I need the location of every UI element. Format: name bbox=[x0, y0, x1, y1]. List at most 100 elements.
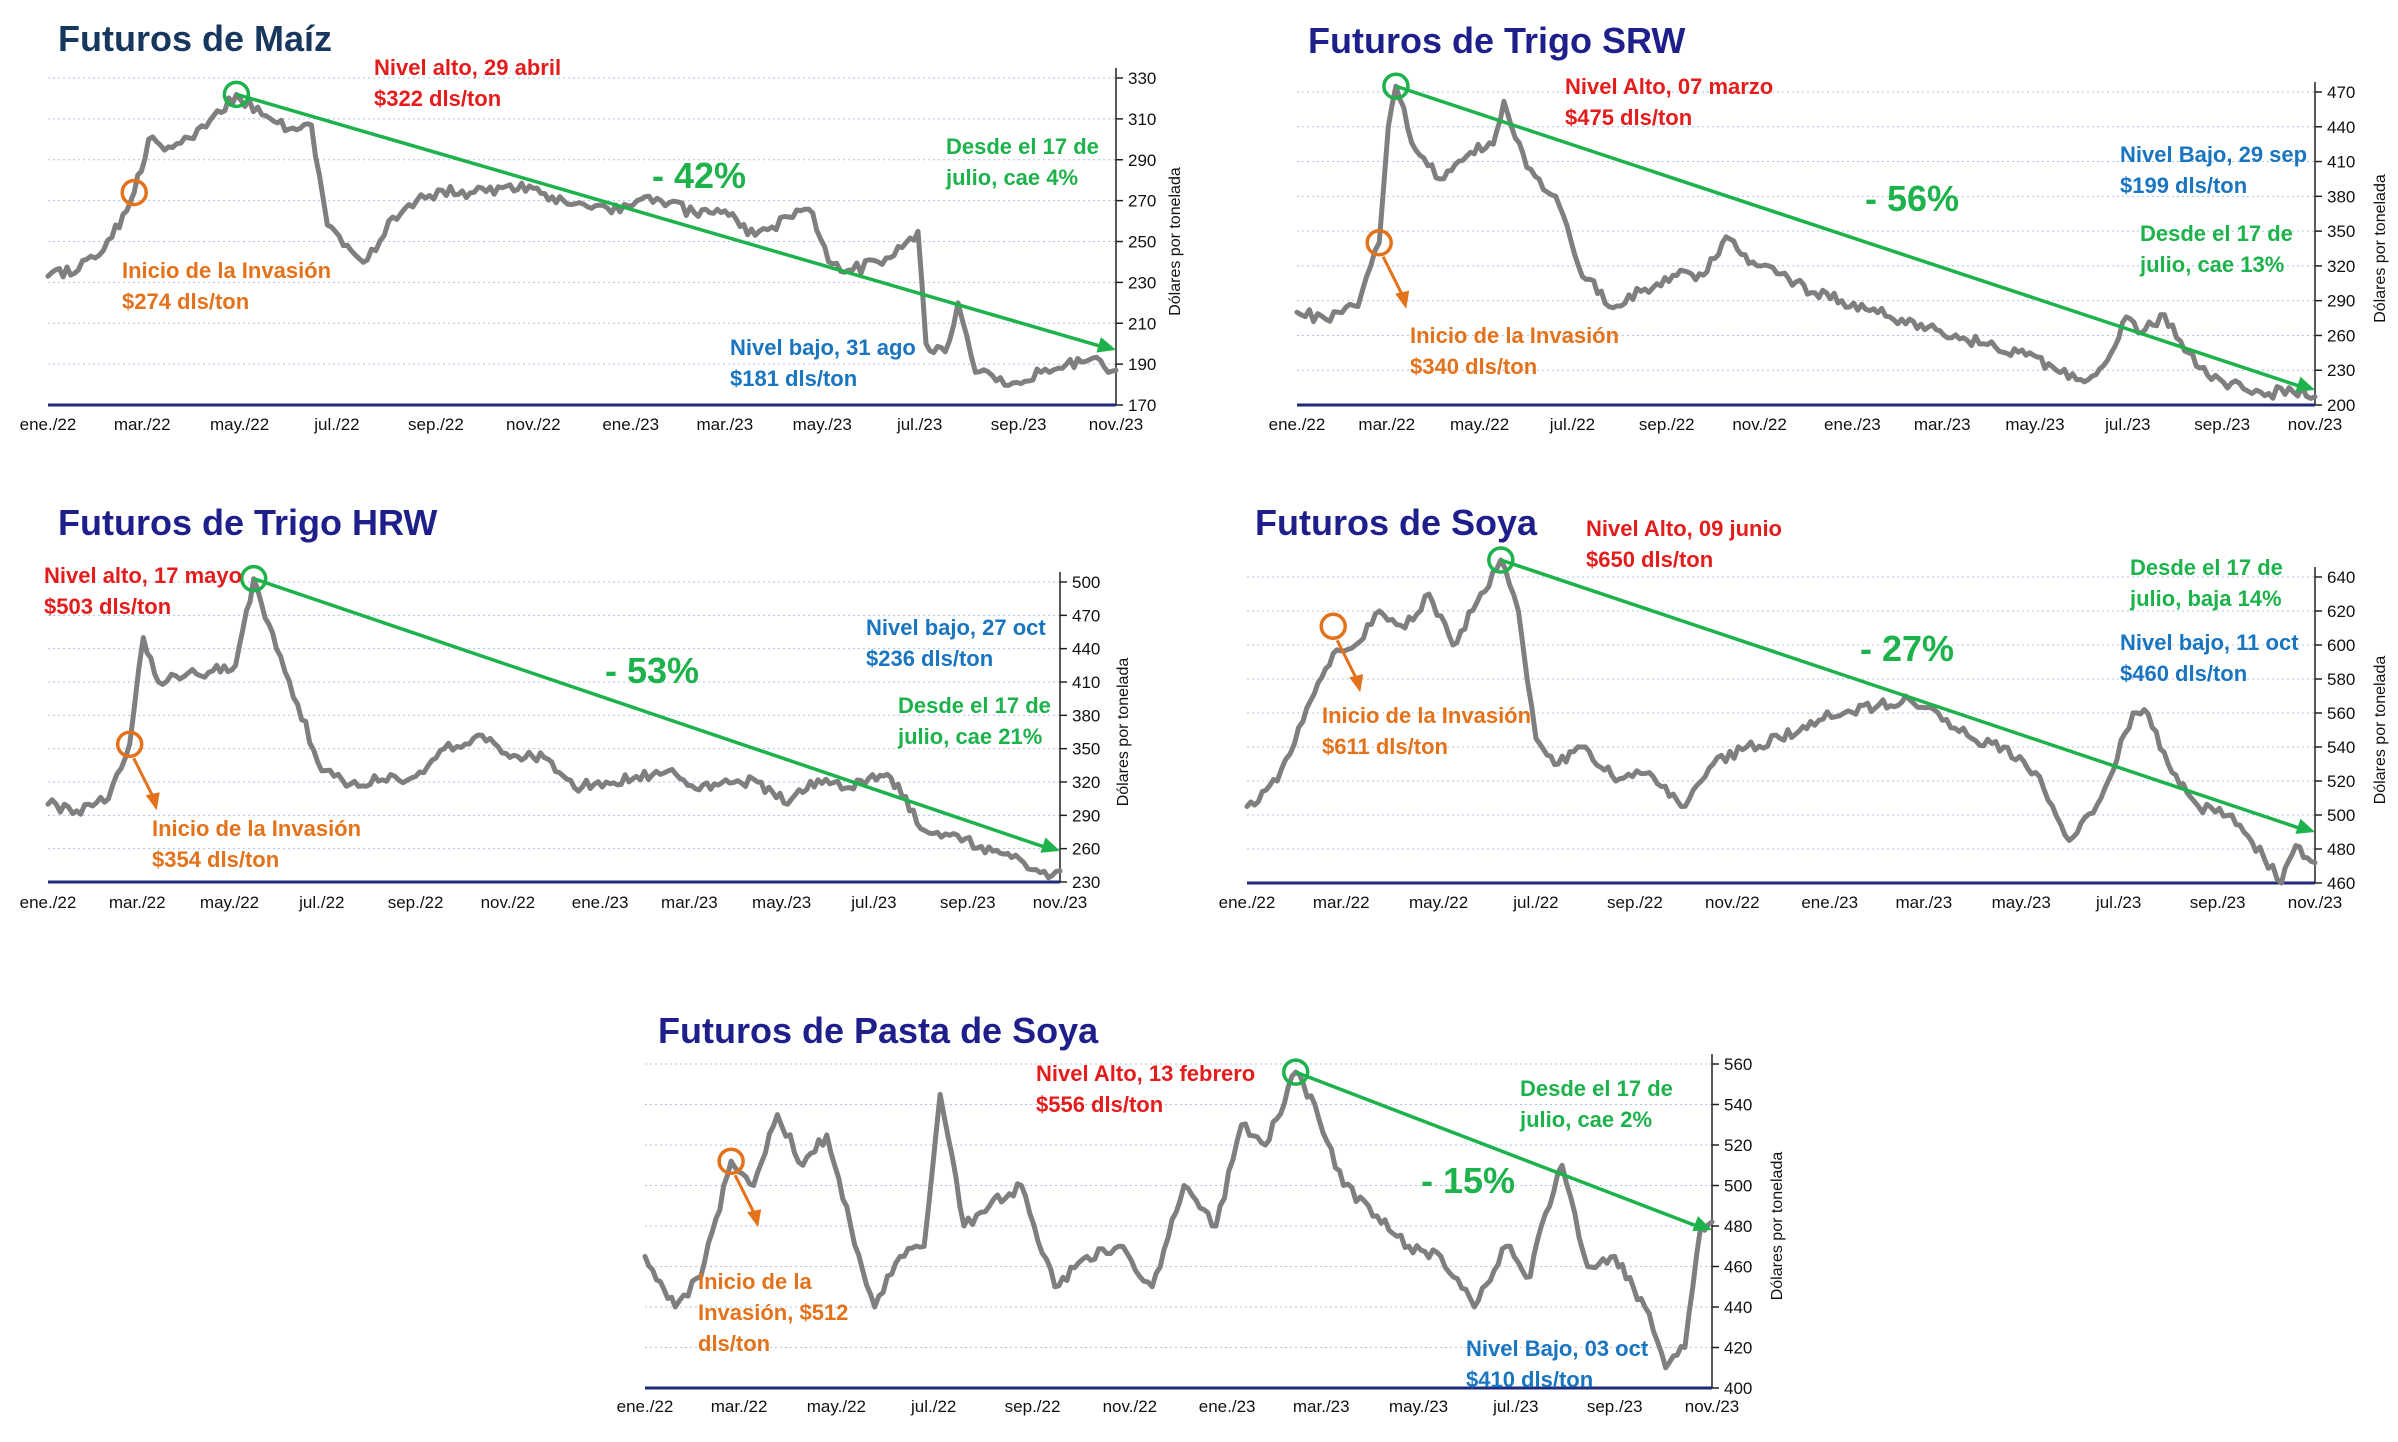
y-tick-label: 500 bbox=[2327, 806, 2355, 825]
x-tick-label: sep./23 bbox=[1587, 1397, 1643, 1416]
y-tick-label: 260 bbox=[2327, 326, 2355, 345]
x-tick-label: may./23 bbox=[2005, 415, 2064, 434]
x-tick-label: sep./23 bbox=[991, 415, 1047, 434]
y-tick-label: 230 bbox=[1072, 873, 1100, 892]
trend-arrow-head bbox=[1040, 837, 1060, 853]
y-tick-label: 520 bbox=[2327, 772, 2355, 791]
x-tick-label: sep./22 bbox=[388, 893, 444, 912]
high-annotation: Nivel Alto, 13 febrero $556 dls/ton bbox=[1036, 1061, 1256, 1117]
low-annotation: Nivel bajo, 27 oct $236 dls/ton bbox=[866, 615, 1046, 671]
y-tick-label: 540 bbox=[1724, 1096, 1752, 1115]
x-tick-label: nov./23 bbox=[2288, 415, 2343, 434]
x-tick-label: mar./22 bbox=[711, 1397, 768, 1416]
change-note: Desde el 17 de julio, baja 14% bbox=[2130, 555, 2283, 611]
y-tick-label: 170 bbox=[1128, 396, 1156, 415]
x-tick-label: jul./23 bbox=[896, 415, 942, 434]
y-tick-label: 290 bbox=[1072, 806, 1100, 825]
y-tick-label: 310 bbox=[1128, 110, 1156, 129]
y-tick-label: 460 bbox=[2327, 874, 2355, 893]
chart-title: Futuros de Maíz bbox=[58, 18, 333, 59]
high-marker bbox=[1382, 72, 1410, 100]
y-tick-label: 440 bbox=[1724, 1298, 1752, 1317]
invasion-annotation: Inicio de la Invasión $340 dls/ton bbox=[1410, 323, 1620, 379]
x-tick-label: may./23 bbox=[1992, 893, 2051, 912]
invasion-pointer-line bbox=[1335, 639, 1359, 681]
low-annotation: Nivel Bajo, 03 oct $410 dls/ton bbox=[1466, 1336, 1649, 1392]
y-tick-label: 350 bbox=[2327, 222, 2355, 241]
y-tick-label: 480 bbox=[1724, 1217, 1752, 1236]
y-tick-label: 350 bbox=[1072, 740, 1100, 759]
y-tick-label: 560 bbox=[2327, 704, 2355, 723]
x-tick-label: nov./23 bbox=[1033, 893, 1088, 912]
x-tick-label: sep./23 bbox=[2194, 415, 2250, 434]
trend-arrow-head bbox=[2295, 376, 2315, 392]
x-tick-label: jul./23 bbox=[850, 893, 896, 912]
y-tick-label: 640 bbox=[2327, 568, 2355, 587]
invasion-marker bbox=[1319, 612, 1347, 641]
invasion-marker bbox=[120, 178, 148, 207]
y-tick-label: 410 bbox=[1072, 673, 1100, 692]
x-tick-label: nov./22 bbox=[1705, 893, 1760, 912]
high-annotation: Nivel Alto, 09 junio $650 dls/ton bbox=[1586, 516, 1782, 572]
invasion-annotation: Inicio de la Invasión $274 dls/ton bbox=[122, 258, 332, 314]
y-tick-label: 380 bbox=[1072, 706, 1100, 725]
x-tick-label: mar./23 bbox=[661, 893, 718, 912]
x-tick-label: mar./22 bbox=[1313, 893, 1370, 912]
y-tick-label: 380 bbox=[2327, 187, 2355, 206]
x-tick-label: may./22 bbox=[1450, 415, 1509, 434]
y-tick-label: 440 bbox=[1072, 640, 1100, 659]
invasion-annotation: Inicio de la Invasión $611 dls/ton bbox=[1322, 703, 1532, 759]
y-tick-label: 560 bbox=[1724, 1055, 1752, 1074]
y-tick-label: 480 bbox=[2327, 840, 2355, 859]
y-tick-label: 620 bbox=[2327, 602, 2355, 621]
low-annotation: Nivel bajo, 11 oct $460 dls/ton bbox=[2120, 630, 2299, 686]
y-axis-label: Dólares por tonelada bbox=[2372, 656, 2389, 805]
y-tick-label: 200 bbox=[2327, 396, 2355, 415]
y-tick-label: 470 bbox=[2327, 83, 2355, 102]
x-tick-label: may./22 bbox=[200, 893, 259, 912]
x-tick-label: jul./23 bbox=[2095, 893, 2141, 912]
trend-arrow-line bbox=[235, 92, 1107, 350]
change-note: Desde el 17 de julio, cae 13% bbox=[2140, 221, 2293, 277]
invasion-pointer-line bbox=[1381, 256, 1405, 298]
series-line bbox=[642, 1069, 1715, 1371]
chart-title: Futuros de Soya bbox=[1255, 502, 1538, 543]
x-tick-label: may./23 bbox=[752, 893, 811, 912]
x-tick-label: may./23 bbox=[793, 415, 852, 434]
high-marker bbox=[1487, 546, 1515, 574]
invasion-pointer-line bbox=[132, 757, 156, 799]
x-tick-label: nov./22 bbox=[1732, 415, 1787, 434]
x-tick-label: jul./22 bbox=[910, 1397, 956, 1416]
y-tick-label: 470 bbox=[1072, 606, 1100, 625]
y-tick-label: 400 bbox=[1724, 1379, 1752, 1398]
chart-title: Futuros de Pasta de Soya bbox=[658, 1010, 1099, 1051]
change-note: Desde el 17 de julio, cae 21% bbox=[898, 693, 1051, 749]
x-tick-label: sep./23 bbox=[2190, 893, 2246, 912]
x-tick-label: mar./23 bbox=[1896, 893, 1953, 912]
x-tick-label: jul./23 bbox=[1492, 1397, 1538, 1416]
x-tick-label: ene./22 bbox=[1219, 893, 1276, 912]
y-tick-label: 600 bbox=[2327, 636, 2355, 655]
x-tick-label: ene./23 bbox=[1199, 1397, 1256, 1416]
high-annotation: Nivel Alto, 07 marzo $475 dls/ton bbox=[1565, 74, 1774, 130]
y-axis-label: Dólares por tonelada bbox=[1167, 167, 1184, 316]
y-tick-label: 460 bbox=[1724, 1258, 1752, 1277]
y-tick-label: 410 bbox=[2327, 153, 2355, 172]
y-tick-label: 320 bbox=[1072, 773, 1100, 792]
x-tick-label: sep./22 bbox=[1005, 1397, 1061, 1416]
y-tick-label: 520 bbox=[1724, 1136, 1752, 1155]
change-percent: - 15% bbox=[1421, 1160, 1516, 1201]
trend-arrow-line bbox=[1395, 84, 2306, 390]
high-marker bbox=[222, 80, 251, 109]
change-note: Desde el 17 de julio, cae 4% bbox=[946, 134, 1099, 190]
x-tick-label: mar./23 bbox=[697, 415, 754, 434]
x-tick-label: sep./22 bbox=[1607, 893, 1663, 912]
y-tick-label: 290 bbox=[1128, 151, 1156, 170]
series-line bbox=[45, 91, 1119, 388]
y-tick-label: 210 bbox=[1128, 314, 1156, 333]
